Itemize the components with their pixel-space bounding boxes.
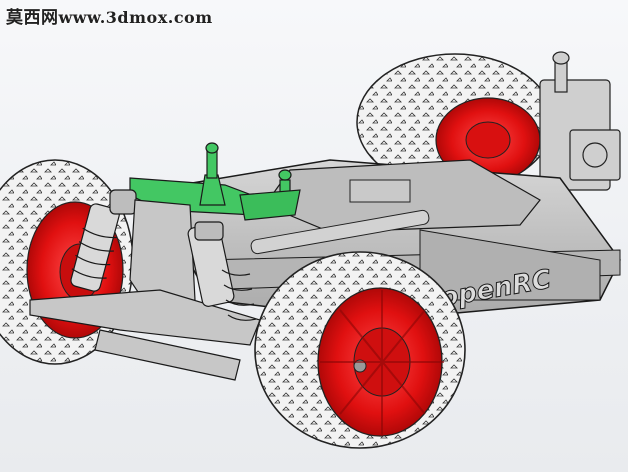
front-bulkhead [29, 199, 261, 381]
front-right-shock [187, 221, 257, 321]
watermark: 莫西网www.3dmox.com [6, 3, 213, 28]
watermark-url: www.3dmox.com [58, 8, 213, 27]
front-left-shock [70, 189, 137, 292]
front-right-wheel [254, 251, 466, 449]
rear-gearbox [539, 51, 621, 191]
watermark-chinese: 莫西网 [6, 8, 59, 28]
